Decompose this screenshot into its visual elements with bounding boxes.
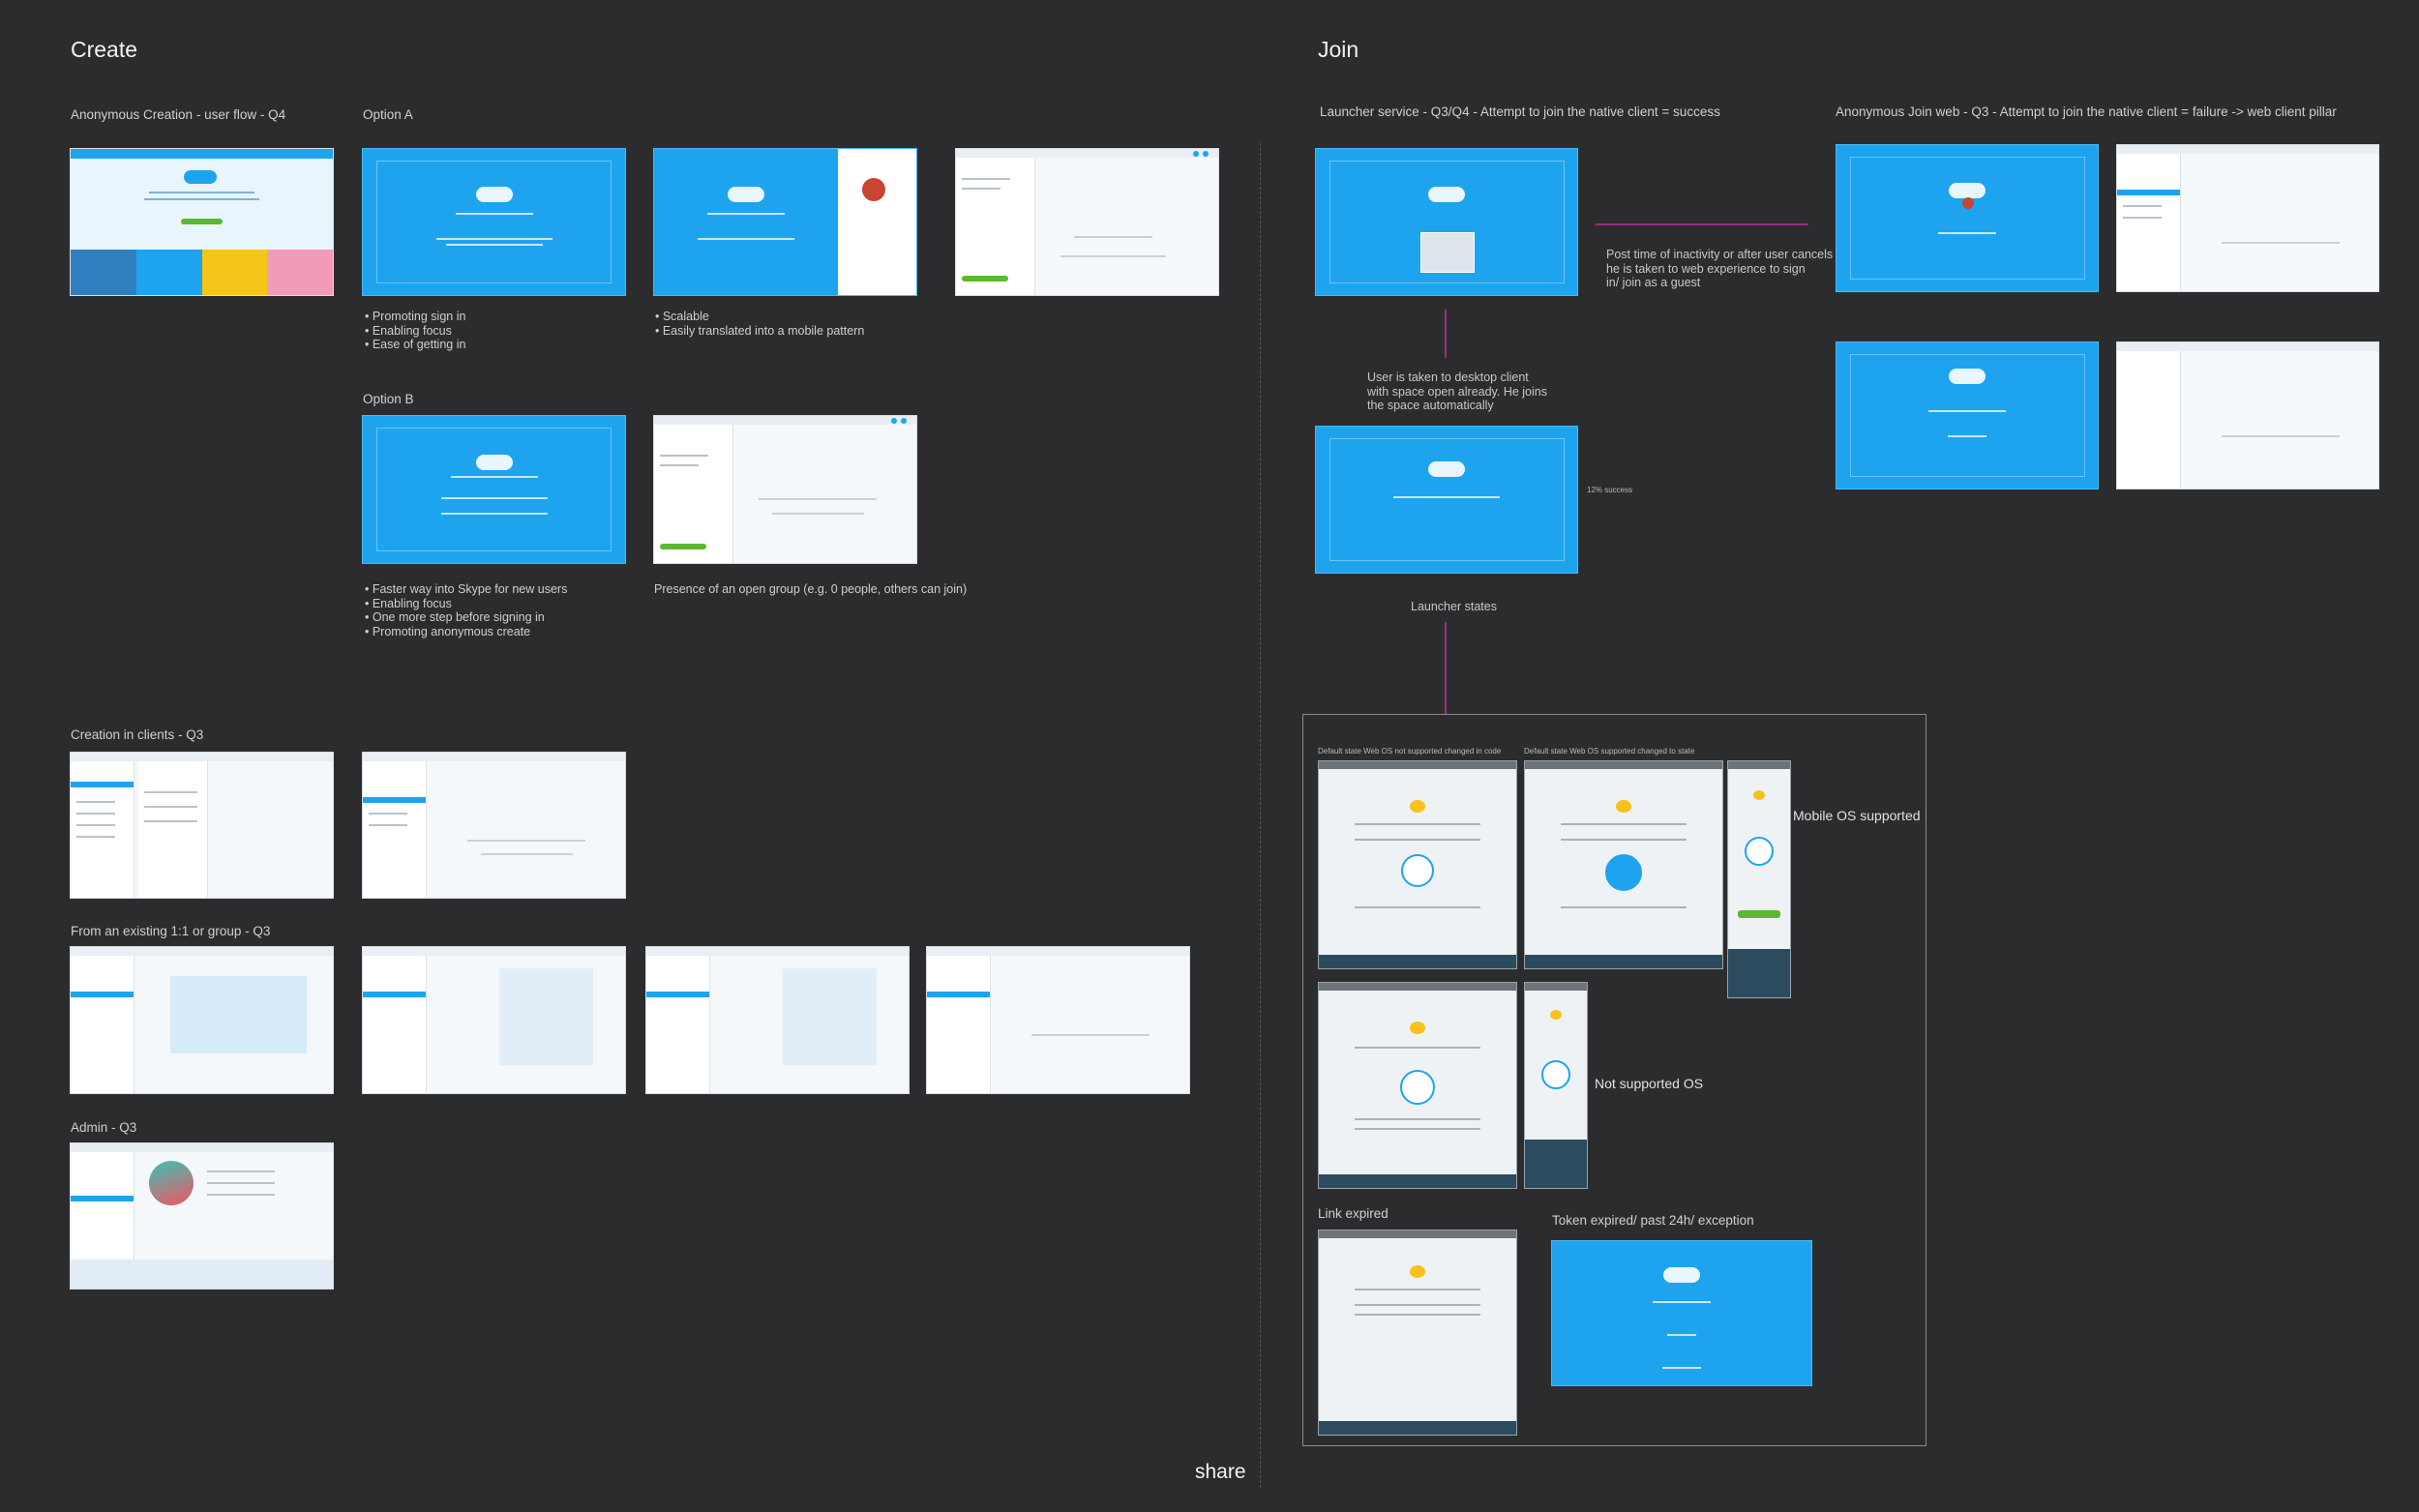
create-heading: Create <box>71 37 137 63</box>
section-divider <box>1260 143 1261 1488</box>
launcher-state-mobile[interactable] <box>1727 760 1791 998</box>
existing-group-thumbnail-4[interactable] <box>926 946 1190 1094</box>
option-a-signin-thumbnail[interactable] <box>362 148 626 296</box>
join-heading: Join <box>1318 37 1359 63</box>
token-expired-label: Token expired/ past 24h/ exception <box>1552 1213 1754 1228</box>
connector-line <box>1445 310 1447 358</box>
not-supported-os-label: Not supported OS <box>1595 1076 1703 1091</box>
option-b-client-thumbnail[interactable] <box>653 415 917 564</box>
skype-logo-icon <box>728 187 764 202</box>
skype-logo-icon <box>476 455 513 470</box>
emoji-icon <box>1410 1022 1425 1034</box>
skype-logo-icon <box>1949 369 1986 384</box>
share-label[interactable]: share <box>1195 1461 1246 1484</box>
skype-logo-icon <box>476 187 513 202</box>
state-1-caption: Default state Web OS not supported chang… <box>1318 747 1501 756</box>
anon-join-label: Anonymous Join web - Q3 - Attempt to joi… <box>1836 104 2337 119</box>
emoji-icon <box>1410 800 1425 813</box>
inactivity-note: Post time of inactivity or after user ca… <box>1606 248 1833 290</box>
link-expired-screen[interactable] <box>1318 1230 1517 1436</box>
option-b-note: Presence of an open group (e.g. 0 people… <box>654 582 967 597</box>
admin-label: Admin - Q3 <box>71 1120 136 1135</box>
launcher-service-label: Launcher service - Q3/Q4 - Attempt to jo… <box>1320 104 1720 119</box>
emoji-icon <box>1410 1265 1425 1278</box>
emoji-icon <box>1753 790 1765 800</box>
desktop-client-note: User is taken to desktop client with spa… <box>1367 371 1547 413</box>
desktop-client-thumbnail[interactable] <box>1315 426 1578 574</box>
skype-icon <box>1745 837 1774 866</box>
option-b-benefits: • Faster way into Skype for new users • … <box>365 582 567 638</box>
token-expired-screen[interactable] <box>1551 1240 1812 1386</box>
skype-logo-icon <box>1428 461 1465 477</box>
connector-line <box>1596 223 1808 225</box>
anon-join-guest-thumbnail[interactable] <box>1836 341 2099 489</box>
state-2-caption: Default state Web OS supported changed t… <box>1524 747 1694 756</box>
anon-creation-label: Anonymous Creation - user flow - Q4 <box>71 107 285 122</box>
launcher-state-not-supported-mobile[interactable] <box>1524 982 1588 1189</box>
emoji-icon <box>1616 800 1631 813</box>
launcher-state-not-supported-desktop[interactable] <box>1318 982 1517 1189</box>
anon-join-signin-thumbnail[interactable] <box>1836 144 2099 292</box>
skype-logo-icon <box>184 170 217 184</box>
existing-group-thumbnail-3[interactable] <box>645 946 910 1094</box>
skype-icon <box>1400 1070 1435 1105</box>
skype-logo-icon <box>1428 187 1465 202</box>
creation-client-thumbnail-2[interactable] <box>362 752 626 899</box>
admin-thumbnail[interactable] <box>70 1142 334 1290</box>
launcher-thumbnail[interactable] <box>1315 148 1578 296</box>
option-a-benefits-2: • Scalable • Easily translated into a mo… <box>655 310 864 338</box>
from-existing-label: From an existing 1:1 or group - Q3 <box>71 924 270 938</box>
emoji-icon <box>1550 1010 1562 1020</box>
option-a-label: Option A <box>363 107 413 122</box>
option-a-client-thumbnail[interactable] <box>955 148 1219 296</box>
link-expired-label: Link expired <box>1318 1206 1389 1221</box>
creation-client-thumbnail-1[interactable] <box>70 752 334 899</box>
success-rate-label: 12% success <box>1587 486 1632 494</box>
skype-icon <box>1401 854 1434 887</box>
launcher-state-web-supported[interactable] <box>1524 760 1723 969</box>
option-b-label: Option B <box>363 392 414 406</box>
skype-logo-icon <box>1949 183 1986 198</box>
option-a-benefits-1: • Promoting sign in • Enabling focus • E… <box>365 310 465 352</box>
anon-join-guest-client-thumbnail[interactable] <box>2116 341 2379 489</box>
launcher-state-web-unsupported[interactable] <box>1318 760 1517 969</box>
existing-group-thumbnail-1[interactable] <box>70 946 334 1094</box>
skype-logo-icon <box>1663 1267 1700 1283</box>
download-progress-icon <box>1605 854 1642 891</box>
skype-icon <box>1541 1060 1570 1089</box>
connector-line <box>1445 622 1447 714</box>
mobile-os-supported-label: Mobile OS supported <box>1793 808 1921 823</box>
anon-join-client-thumbnail[interactable] <box>2116 144 2379 292</box>
option-b-signin-thumbnail[interactable] <box>362 415 626 564</box>
launcher-states-label: Launcher states <box>1411 600 1497 614</box>
creation-in-clients-label: Creation in clients - Q3 <box>71 727 203 742</box>
option-a-scalable-thumbnail[interactable] <box>653 148 917 296</box>
existing-group-thumbnail-2[interactable] <box>362 946 626 1094</box>
anon-creation-thumbnail[interactable] <box>70 148 334 296</box>
